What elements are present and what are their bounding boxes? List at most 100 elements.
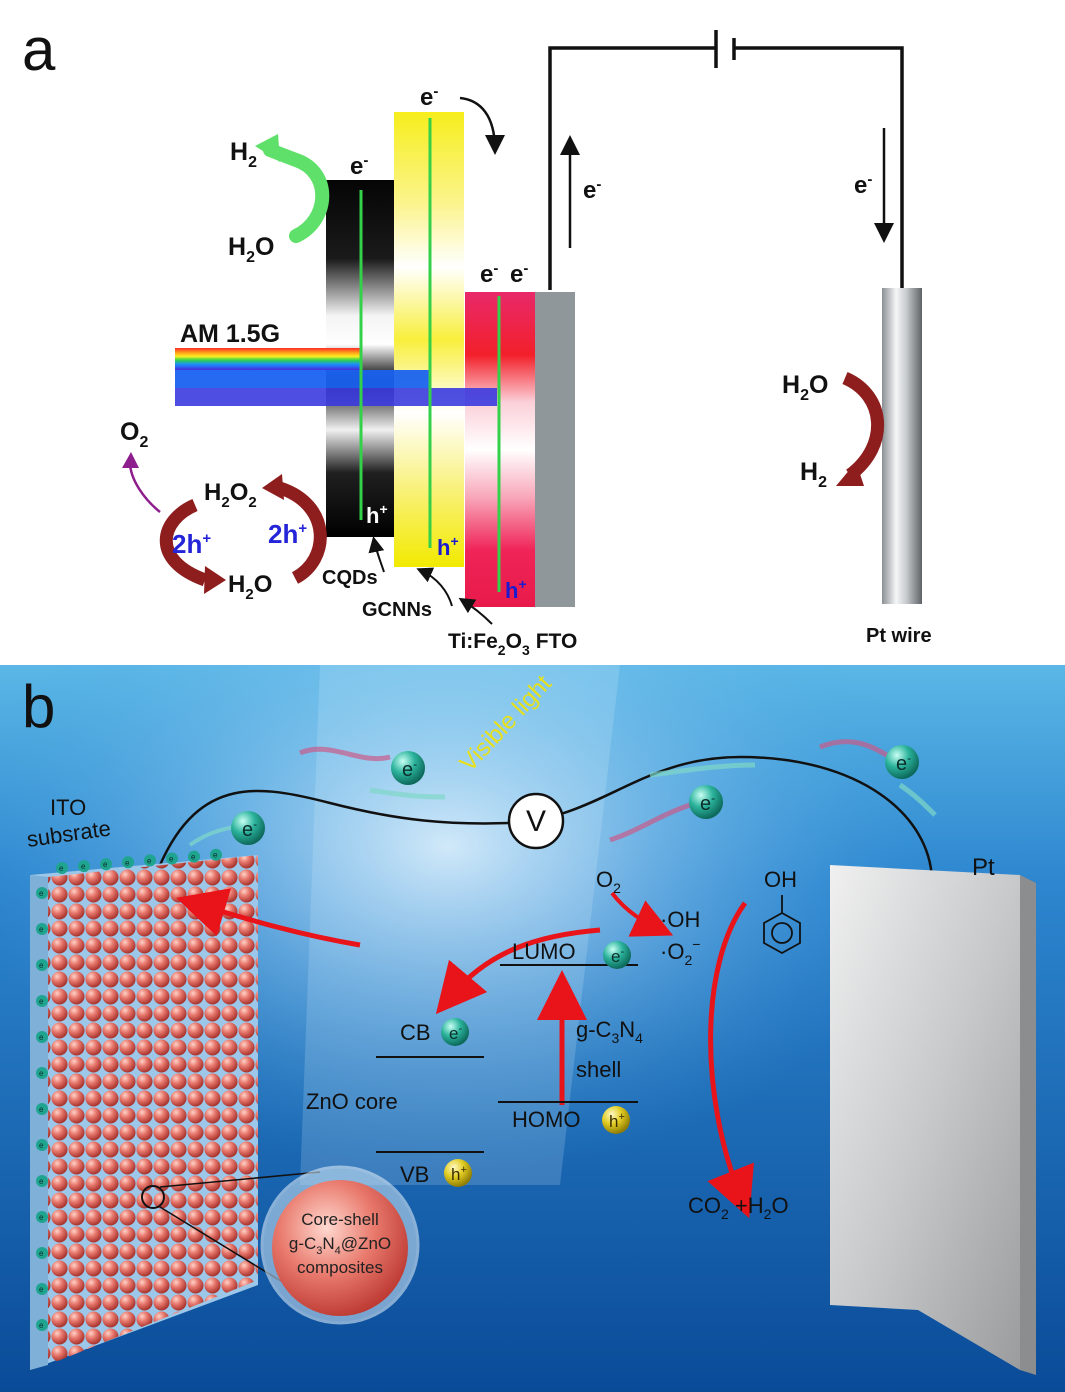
svg-text:e: e (125, 858, 130, 867)
fe2o3-electron-label-2: e- (510, 260, 528, 288)
svg-text:e-: e- (611, 946, 624, 966)
electron-particle: e- (689, 785, 723, 819)
surface-electron: e (166, 852, 178, 865)
surface-electron: e (36, 1247, 48, 1259)
svg-text:e: e (39, 997, 44, 1006)
right-oxidation-arrow-head (262, 474, 284, 500)
svg-text:e: e (39, 889, 44, 898)
surface-electron: e (100, 858, 112, 871)
h2o-reactant-label: H2O (228, 233, 274, 266)
electron-particle: e- (231, 811, 265, 845)
h2-product-label: H2 (230, 138, 257, 171)
homo-label: HOMO (512, 1107, 580, 1132)
surface-electron: e (144, 854, 156, 867)
h2o-bottom-label: H2O (228, 571, 272, 603)
svg-text:e: e (39, 1033, 44, 1042)
svg-text:e-: e- (449, 1023, 462, 1043)
excitation-lines (359, 118, 501, 592)
surface-electron: e (36, 1211, 48, 1223)
light-beam-violet (175, 388, 497, 406)
panel-a-letter: a (22, 16, 56, 83)
svg-text:e: e (39, 1285, 44, 1294)
phenol-degradation-arrow (707, 901, 754, 1219)
svg-text:e: e (39, 1213, 44, 1222)
gcn-shell-label-line2: shell (576, 1057, 621, 1082)
svg-text:e: e (59, 864, 64, 873)
pt-wire-label: Pt wire (866, 625, 932, 647)
magnify-source-circle (141, 1185, 165, 1209)
hydroxyl-radical-label: ·OH (660, 907, 700, 932)
o2-arrow-head (122, 452, 139, 468)
ito-substrate-edge (30, 875, 48, 1370)
cqds-hole-label: h+ (366, 501, 388, 528)
gcnns-label: GCNNs (362, 599, 432, 621)
fto-layer (535, 292, 575, 607)
fe2o3-hole-label: h+ (505, 576, 527, 603)
am15g-label: AM 1.5G (180, 320, 280, 348)
gcnns-pointer (416, 567, 453, 607)
hydrogen-arrow-head (255, 134, 280, 162)
light-beam-blue (175, 370, 430, 388)
surface-electron: e (36, 1139, 48, 1151)
cb-to-ito-arrow (176, 888, 361, 948)
svg-text:e: e (39, 1105, 44, 1114)
surface-electron: e (36, 887, 48, 899)
zno-nanosphere-array (48, 855, 258, 1365)
svg-text:e: e (39, 1177, 44, 1186)
superoxide-label: ·O2− (660, 936, 700, 968)
vb-label: VB (400, 1162, 429, 1187)
voltmeter-label: V (526, 805, 546, 838)
svg-text:e-: e- (700, 791, 715, 815)
o2-label: O2 (120, 418, 148, 451)
bubble-line1: Core-shell (301, 1210, 378, 1229)
panel-b-diagram: b Visible light V e- e- e- e- ITO (0, 665, 1065, 1392)
gcn-shell-label: g-C3N4 (576, 1017, 643, 1046)
cqds-pointer (368, 536, 385, 573)
surface-electron: e (36, 1031, 48, 1043)
phenol-ring-icon (763, 895, 801, 955)
circuit-electron-label-left: e- (583, 176, 601, 204)
pt-wire-electrode (882, 288, 922, 604)
lumo-to-cb-arrow (435, 927, 601, 1015)
svg-text:h+: h+ (609, 1111, 625, 1131)
ito-label-line1: ITO (50, 795, 86, 820)
surface-electron: e (36, 1067, 48, 1079)
svg-text:e-: e- (242, 817, 257, 841)
electron-streaks (188, 739, 937, 847)
surface-electron: e (36, 995, 48, 1007)
zno-core-sphere (272, 1180, 408, 1316)
right-oxidation-arrow (277, 481, 327, 584)
left-oxidation-arrow (159, 499, 208, 587)
o2-release-arrow (128, 461, 161, 513)
svg-text:e: e (39, 925, 44, 934)
panel-b-letter: b (22, 673, 55, 740)
o2-reduction-arrow (610, 891, 674, 937)
bubble-line2: g-C3N4@ZnO (289, 1234, 391, 1257)
svg-text:e: e (169, 855, 174, 864)
h2o2-label: H2O2 (204, 479, 257, 511)
circuit-electron-label-right: e- (854, 171, 872, 199)
surface-electron: e (36, 1283, 48, 1295)
svg-text:h+: h+ (451, 1164, 467, 1184)
o2-label-b: O2 (596, 867, 621, 896)
cqds-electron-label: e- (350, 152, 368, 180)
panel-b: b Visible light V e- e- e- e- ITO (0, 665, 1065, 1392)
svg-text:e: e (39, 1249, 44, 1258)
gcnns-hole-label: h+ (437, 533, 459, 560)
bubble-line3: composites (297, 1258, 383, 1277)
svg-text:e: e (191, 853, 196, 862)
fe2o3-pointer (458, 597, 493, 625)
electron-particle: e- (885, 745, 919, 779)
surface-electron: e (210, 848, 222, 861)
surface-electron: e (36, 1175, 48, 1187)
svg-text:e-: e- (402, 757, 417, 781)
cb-label: CB (400, 1020, 431, 1045)
two-holes-right: 2h+ (268, 519, 307, 549)
pt-plate (830, 865, 1020, 1370)
pt-h2o-label: H2O (782, 371, 828, 404)
homo-hole: h+ (602, 1106, 630, 1134)
svg-text:e: e (147, 856, 152, 865)
surface-electron: e (36, 959, 48, 971)
